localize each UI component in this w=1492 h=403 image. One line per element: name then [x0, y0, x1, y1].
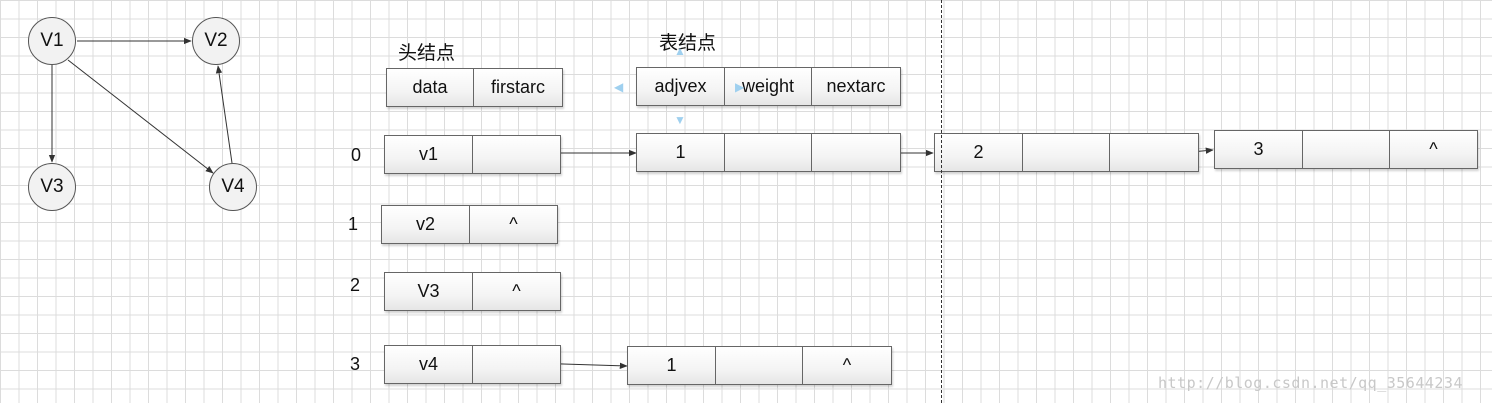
head-node-data: v4 [385, 346, 473, 383]
arc-node: 2 [934, 133, 1199, 172]
head-node-format: data firstarc [386, 68, 563, 107]
head-node-data: v1 [385, 136, 473, 173]
head-node-v1: v1 [384, 135, 561, 174]
arc-nextarc: ^ [1429, 139, 1438, 159]
arc-node: 3 ^ [1214, 130, 1478, 169]
arc-weight [725, 134, 812, 171]
page-break-divider [941, 0, 942, 403]
arc-nextarc: ^ [842, 355, 852, 375]
vertex-label: V3 [40, 176, 64, 197]
head-node-data: v2 [382, 206, 470, 243]
table-node-title: 表结点 [659, 33, 717, 54]
selection-handle-icon: ▲ [674, 44, 686, 58]
head-field-data: data [387, 69, 474, 106]
selection-handle-icon: ◀ [614, 80, 624, 94]
arc-node: 1 [636, 133, 901, 172]
vertex-v4: V4 [209, 163, 257, 211]
arc-adjvex: 1 [628, 347, 716, 384]
edge-v1-v4 [67, 59, 214, 174]
table-field-weight: weight [725, 68, 812, 105]
arc-weight [1023, 134, 1110, 171]
row-index: 0 [350, 145, 361, 165]
table-field-nextarc: nextarc [826, 76, 886, 96]
arc-weight [716, 347, 803, 384]
arc-nextarc [812, 134, 900, 171]
vertex-v2: V2 [192, 17, 240, 65]
arc-adjvex: 1 [637, 134, 725, 171]
table-field-adjvex: adjvex [637, 68, 725, 105]
arc-adjvex: 3 [1215, 131, 1303, 168]
arc-nextarc [1110, 134, 1198, 171]
head-node-firstarc [473, 346, 560, 383]
head-node-firstarc: ^ [512, 281, 521, 301]
arc-adjvex: 2 [935, 134, 1023, 171]
row-index: 1 [347, 214, 358, 234]
head-node-v3: V3 ^ [384, 272, 561, 311]
vertex-label: V2 [204, 30, 228, 51]
selection-handle-icon: ▶ [735, 80, 745, 94]
table-node-format: adjvex weight nextarc [636, 67, 901, 106]
head-node-firstarc [473, 136, 560, 173]
head-node-v4: v4 [384, 345, 561, 384]
vertex-label: V1 [40, 30, 64, 51]
vertex-label: V4 [221, 176, 245, 197]
watermark: http://blog.csdn.net/qq_35644234 [1158, 374, 1463, 392]
vertex-v3: V3 [28, 163, 76, 211]
row-index: 2 [349, 275, 360, 295]
head-node-firstarc: ^ [509, 214, 518, 234]
arc-node: 1 ^ [627, 346, 892, 385]
edge-v4-v2 [215, 65, 233, 164]
head-node-title: 头结点 [398, 43, 456, 64]
selection-handle-icon: ▼ [674, 113, 686, 127]
head-field-firstarc: firstarc [491, 77, 545, 97]
vertex-v1: V1 [28, 17, 76, 65]
row-index: 3 [349, 354, 360, 374]
head-node-data: V3 [385, 273, 473, 310]
head-node-v2: v2 ^ [381, 205, 558, 244]
arc-weight [1303, 131, 1390, 168]
